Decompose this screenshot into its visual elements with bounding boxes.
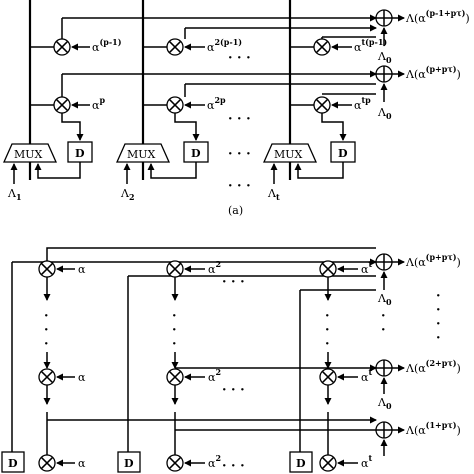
b-adder-input-mid: Λ0 [377, 396, 392, 411]
svg-text:D: D [8, 457, 18, 470]
b-mult-mid-3 [319, 368, 337, 386]
mux-input-3: Λt [267, 187, 280, 202]
multiplier-row1-2 [166, 38, 184, 56]
b-mult-mid-2 [166, 368, 184, 386]
svg-text:D: D [191, 147, 201, 160]
b-register-1: D [1, 451, 25, 473]
mux-input-2: Λ2 [120, 187, 135, 202]
b-adder-input-top: Λ0 [377, 292, 392, 307]
svg-text:MUX: MUX [127, 148, 156, 161]
b-output-top: Λ(α(p+pτ)) [405, 252, 461, 269]
ellipsis-row1: · · · [228, 51, 251, 66]
svg-text:·: · [44, 337, 49, 352]
coef-row2-1: αp [92, 95, 105, 112]
svg-text:·: · [436, 289, 441, 304]
svg-text:D: D [75, 147, 85, 160]
adder-input-row1: Λ0 [377, 50, 392, 65]
svg-text:MUX: MUX [14, 148, 43, 161]
b-mult-low-2 [166, 454, 184, 472]
b-output-low: Λ(α(1+pτ)) [405, 420, 461, 437]
mux-3: MUX [262, 143, 318, 163]
b-coef-top-1: α [78, 263, 86, 276]
b-coef-mid-2: α2 [208, 367, 221, 384]
svg-text:·: · [172, 309, 177, 324]
svg-text:·: · [325, 309, 330, 324]
b-mult-low-1 [38, 454, 56, 472]
multiplier-row1-3 [313, 38, 331, 56]
coef-row1-2: α2(p-1) [207, 37, 242, 54]
svg-text:·: · [44, 323, 49, 338]
svg-text:D: D [296, 457, 306, 470]
svg-text:D: D [124, 457, 134, 470]
coef-row1-1: α(p-1) [92, 37, 122, 54]
b-coef-top-3: αt [361, 259, 372, 276]
ellipsis-row4: · · · [228, 179, 251, 194]
b-coef-mid-1: α [78, 371, 86, 384]
b-register-3: D [289, 451, 313, 473]
ellipsis-row3: · · · [228, 147, 251, 162]
b-mult-top-1 [38, 260, 56, 278]
b-coef-low-2: α2 [208, 453, 221, 470]
adder-row1 [375, 9, 393, 27]
svg-text:·: · [381, 323, 386, 338]
b-mult-top-2 [166, 260, 184, 278]
output-row2: Λ(α(p+pτ)) [405, 64, 461, 81]
svg-text:·: · [381, 309, 386, 324]
svg-text:MUX: MUX [274, 148, 303, 161]
svg-text:·: · [436, 303, 441, 318]
caption-a: (a) [228, 204, 243, 217]
register-top-2: D [183, 141, 209, 163]
adder-row2 [375, 65, 393, 83]
svg-text:·: · [44, 309, 49, 324]
ellipsis-row2: · · · [228, 112, 251, 127]
svg-text:·: · [436, 331, 441, 346]
register-top-1: D [67, 141, 93, 163]
b-ellipsis-top: · · · [222, 275, 245, 290]
svg-text:·: · [172, 323, 177, 338]
svg-text:·: · [172, 337, 177, 352]
panel-a: α(p-1) α2(p-1) αt(p-1) · · · Λ0 Λ(α(p-1+… [2, 0, 470, 217]
coef-row2-3: αtp [354, 95, 371, 112]
b-coef-low-3: αt [361, 453, 372, 470]
mux-input-1: Λ1 [7, 187, 22, 202]
panel-b: α α2 αt · · · Λ0 Λ(α(p+pτ)) · · · · · · … [1, 247, 461, 474]
svg-text:·: · [325, 323, 330, 338]
b-adder-top [375, 253, 393, 271]
register-top-3: D [330, 141, 356, 163]
b-adder-mid [375, 359, 393, 377]
b-adder-low [375, 421, 393, 439]
b-coef-low-1: α [78, 457, 86, 470]
b-mult-mid-1 [38, 368, 56, 386]
svg-text:·: · [436, 317, 441, 332]
multiplier-row2-2 [166, 96, 184, 114]
b-output-mid: Λ(α(2+pτ)) [405, 358, 461, 375]
svg-text:·: · [325, 337, 330, 352]
adder-input-row2: Λ0 [377, 106, 392, 121]
output-row1: Λ(α(p-1+pτ)) [405, 8, 470, 25]
b-register-2: D [117, 451, 141, 473]
multiplier-row1-1 [53, 38, 71, 56]
b-ellipsis-low: · · · [222, 459, 245, 474]
svg-text:D: D [338, 147, 348, 160]
multiplier-row2-1 [53, 96, 71, 114]
b-coef-top-2: α2 [208, 259, 221, 276]
b-mult-low-3 [319, 454, 337, 472]
mux-1: MUX [2, 143, 58, 163]
b-ellipsis-mid: · · · [222, 383, 245, 398]
mux-2: MUX [115, 143, 171, 163]
b-coef-mid-3: αt [361, 367, 372, 384]
coef-row2-2: α2p [207, 95, 226, 112]
coef-row1-3: αt(p-1) [354, 37, 387, 54]
b-mult-top-3 [319, 260, 337, 278]
multiplier-row2-3 [313, 96, 331, 114]
b-vdots: · · · · · · · · · · · · · · · [44, 289, 441, 352]
